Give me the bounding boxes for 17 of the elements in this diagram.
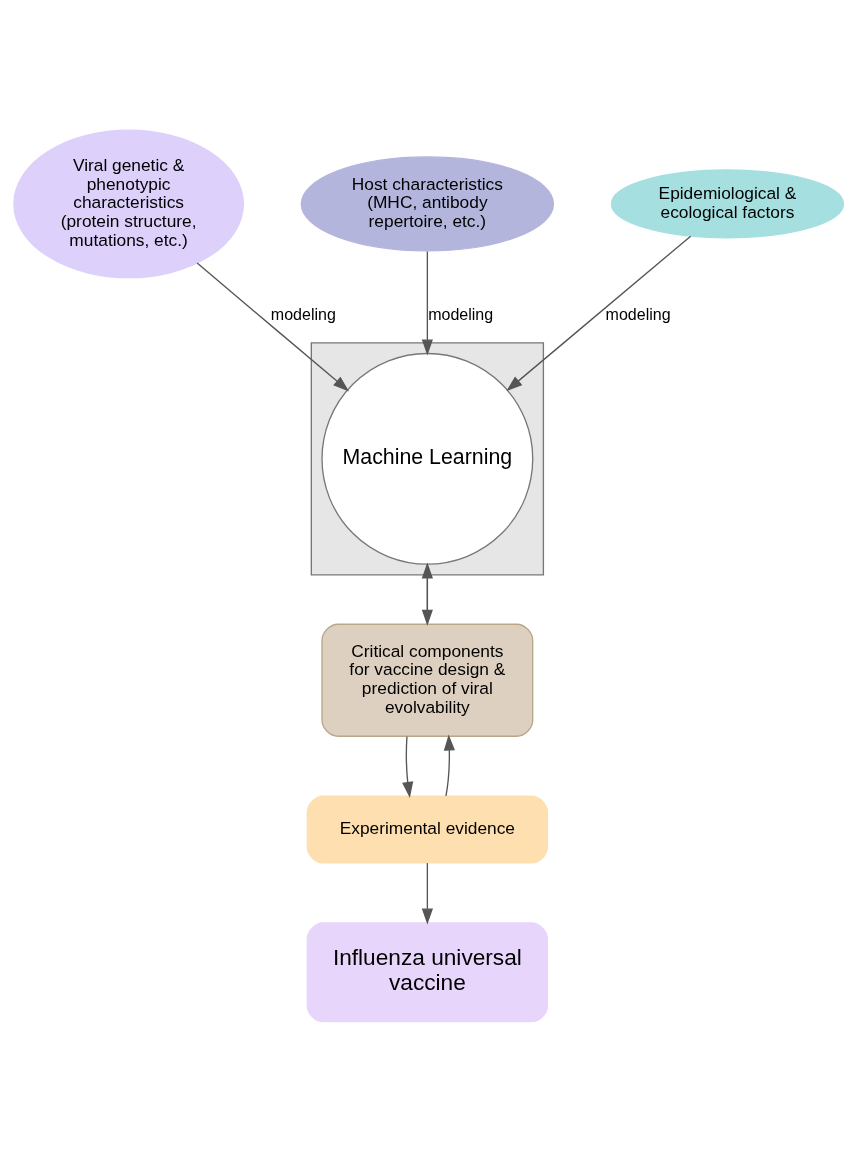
node-circle: Machine Learning [321,352,534,565]
node-ellipse: Viral genetic & phenotypic characteristics (protein structure, mutations, etc.) [13,129,244,279]
edge-label: modeling [605,305,671,323]
arrow [421,862,433,925]
node-box: Experimental evidence [306,795,549,864]
arrow [443,734,455,797]
edge-label: modeling [428,305,494,323]
node-ellipse: Host characteristics (MHC, antibody repertoire, etc.) [300,156,555,252]
edge-label: modeling [270,305,336,323]
node-box: Critical components for vaccine design & prediction of viral evolvability [321,623,534,737]
node-box: Influenza universal vaccine [306,922,549,1023]
cluster [310,342,545,576]
arrow [506,235,692,392]
arrow [196,262,350,392]
arrow [421,250,433,356]
node-ellipse: Epidemiological & ecological factors [610,169,845,239]
arrow [402,735,414,798]
